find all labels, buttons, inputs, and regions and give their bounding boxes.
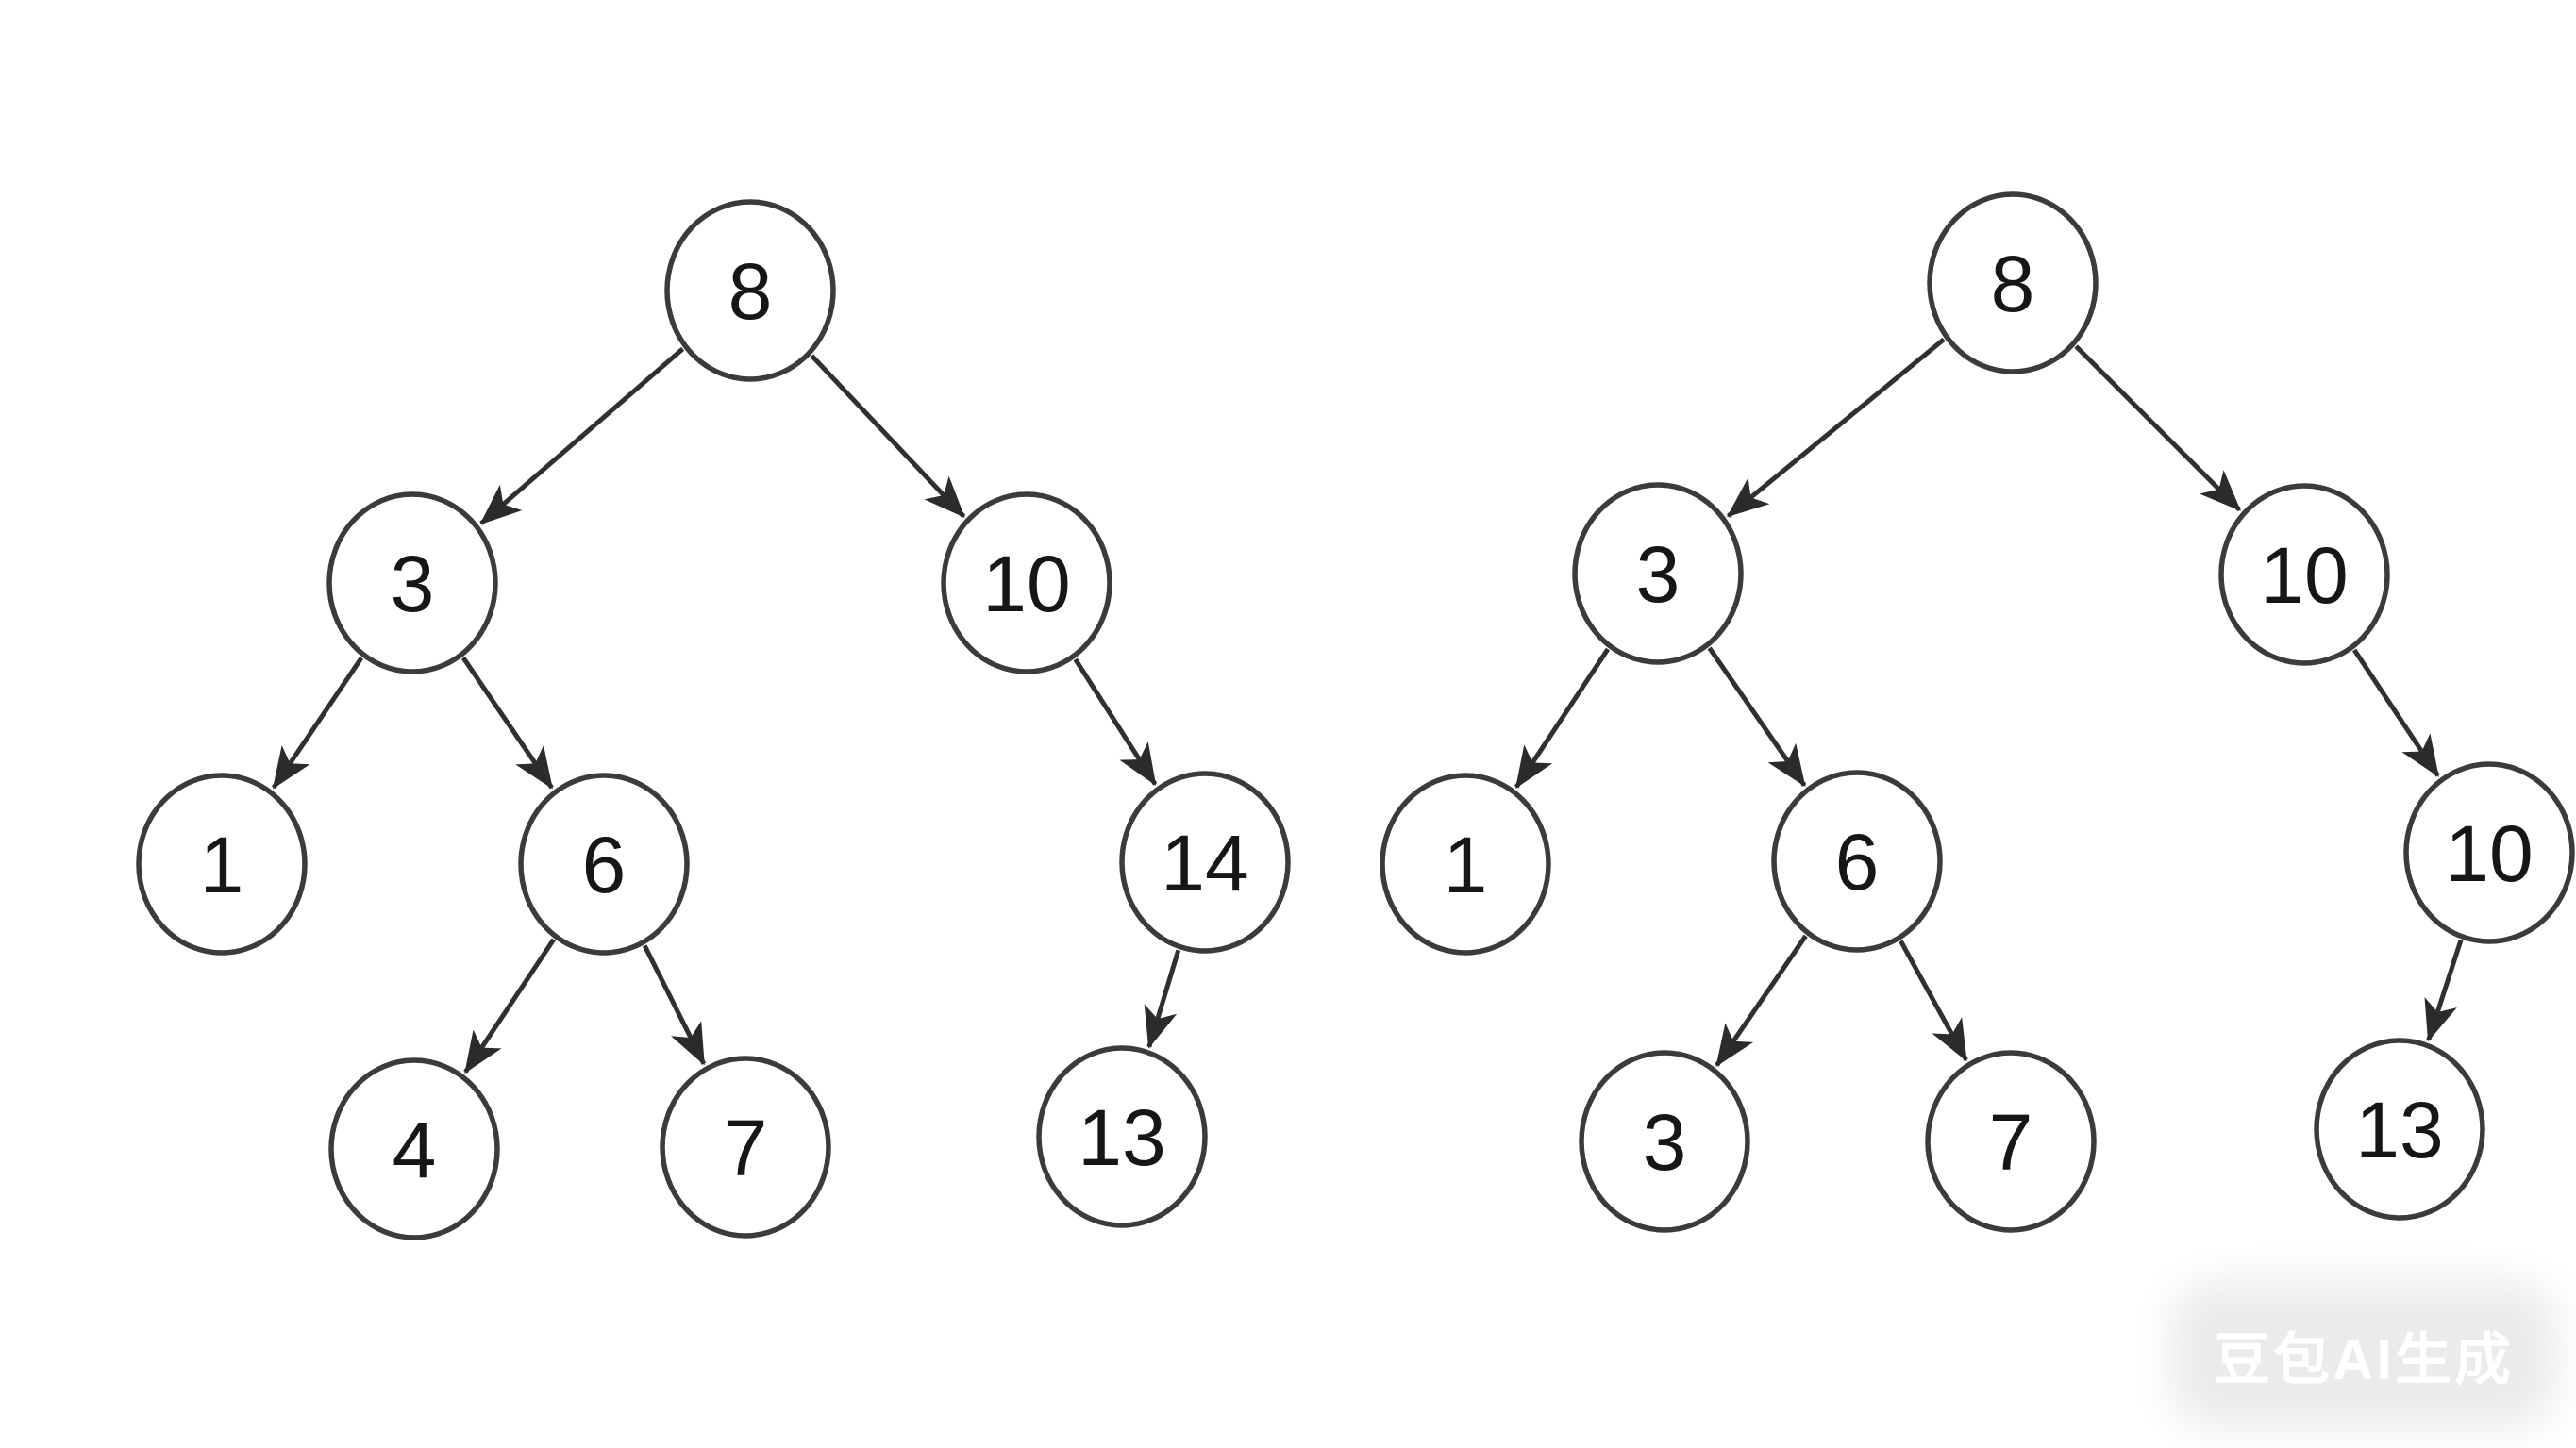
node-circle [1771,770,1943,953]
tree-node-L10: 10 [941,491,1112,674]
node-label: 10 [2260,531,2348,620]
node-label: 10 [2445,809,2533,898]
node-circle [1572,482,1744,665]
node-label: 14 [1161,819,1248,907]
node-circle [2218,483,2390,666]
edges-layer [271,337,2464,1074]
node-label: 7 [1989,1098,2033,1187]
tree-node-R8: 8 [1927,191,2099,374]
edge-L6-L4 [463,938,556,1074]
tree-node-L7: 7 [660,1056,831,1239]
node-circle [136,773,308,956]
node-label: 1 [200,821,244,909]
edge-L3-L1 [271,656,364,790]
tree-node-L14: 14 [1119,771,1291,954]
node-label: 13 [1078,1093,1165,1182]
watermark-doubao-ai: 豆包AI生成 [2208,1319,2519,1391]
node-circle [941,491,1112,674]
tree-node-R7: 7 [1925,1050,2097,1233]
edge-R10-R10b [2352,648,2440,777]
node-label: 8 [728,247,773,336]
tree-node-R3b: 3 [1579,1050,1750,1233]
tree-node-L8: 8 [664,199,836,382]
edge-R8-R3 [1726,337,1946,518]
edge-L10-L14 [1073,657,1158,786]
node-circle [518,773,690,956]
tree-node-R10b: 10 [2403,761,2575,944]
node-circle [1036,1045,1208,1228]
tree-node-R1: 1 [1380,773,1551,956]
tree-node-L3: 3 [326,491,498,674]
edge-L3-L6 [460,656,554,790]
node-label: 7 [724,1104,768,1192]
node-label: 1 [1444,821,1488,909]
edge-R3-R1 [1514,647,1611,789]
tree-node-L13: 13 [1036,1045,1208,1228]
tree-node-R3: 3 [1572,482,1744,665]
edge-R6-R7 [1899,940,1968,1062]
node-circle [328,1057,500,1240]
node-circle [664,199,836,382]
edge-L14-L13 [1144,949,1181,1049]
tree-node-L1: 1 [136,773,308,956]
edge-R8-R10 [2074,344,2242,512]
node-circle [1380,773,1551,956]
node-label: 8 [1991,240,2035,328]
node-circle [1925,1050,2097,1233]
node-label: 6 [582,821,627,909]
node-label: 4 [393,1106,437,1194]
tree-node-L4: 4 [328,1057,500,1240]
node-circle [1579,1050,1750,1233]
edge-R3-R6 [1707,646,1807,788]
edge-R6-R3b [1715,934,1808,1067]
node-circle [2314,1038,2485,1221]
node-label: 6 [1835,818,1880,907]
node-label: 3 [1643,1098,1687,1187]
tree-node-L6: 6 [518,773,690,956]
node-circle [1119,771,1291,954]
tree-node-R6: 6 [1771,770,1943,953]
edge-L8-L3 [479,346,685,525]
edge-L8-L10 [810,354,966,519]
tree-node-R10: 10 [2218,483,2390,666]
tree-node-R13: 13 [2314,1038,2485,1221]
node-circle [326,491,498,674]
node-label: 10 [982,540,1070,628]
node-circle [660,1056,831,1239]
node-label: 3 [1636,530,1681,619]
node-circle [2403,761,2575,944]
node-circle [1927,191,2099,374]
nodes-layer: 8 3 10 1 6 14 4 7 13 8 3 10 1 6 10 3 7 13 [136,191,2575,1240]
node-label: 3 [391,540,435,628]
node-label: 13 [2355,1086,2443,1174]
edge-L6-L7 [642,944,707,1066]
edge-R10b-R13 [2424,939,2464,1042]
